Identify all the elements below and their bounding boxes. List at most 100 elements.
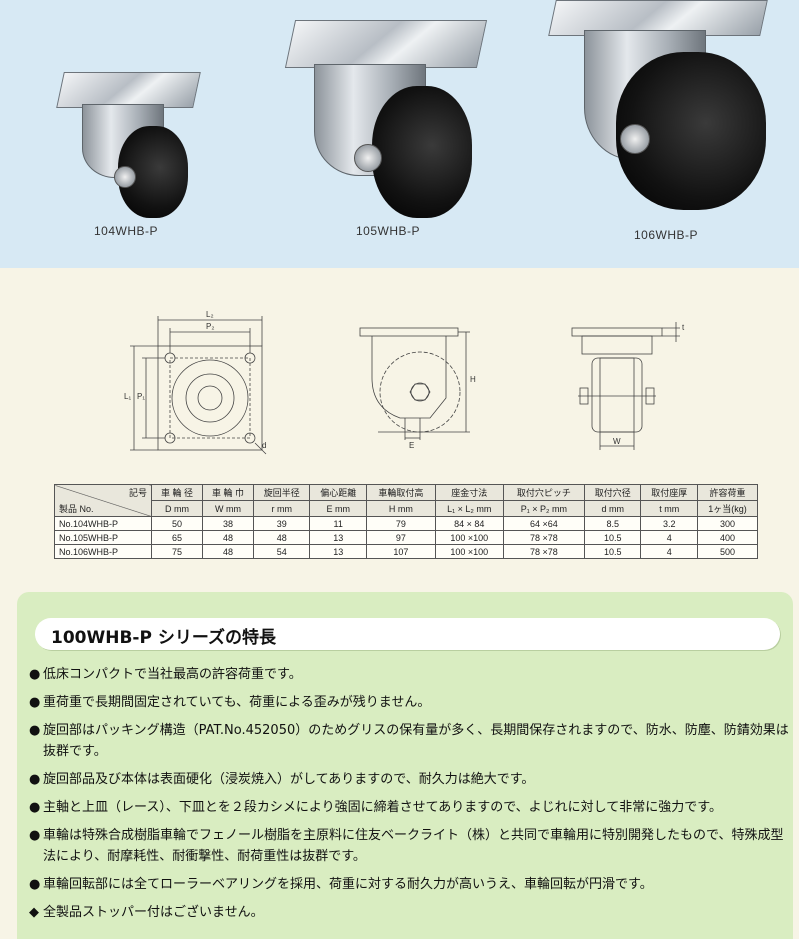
bullet-mark: ● <box>29 800 41 815</box>
table-cell: 97 <box>365 530 436 545</box>
col-header-jp: 車 輪 径 <box>151 484 203 501</box>
bullet-mark: ● <box>29 772 41 787</box>
table-cell: 300 <box>696 516 759 531</box>
feature-text: 重荷重で長期間固定されていても、荷重による歪みが残りません。 <box>43 695 431 710</box>
caster-photo-106 <box>536 0 776 214</box>
table-cell: 4 <box>640 544 698 559</box>
list-item: ●旋回部品及び本体は表面硬化（浸炭焼入）がしてありますので、耐久力は絶大です。 <box>29 769 789 790</box>
list-item: ◆ 全製品ストッパー付はございません。 <box>29 902 789 923</box>
col-header-jp: 座金寸法 <box>434 484 504 501</box>
features-panel: 100WHB-P シリーズの特長 ●低床コンパクトで当社最高の許容荷重です。 ●… <box>17 592 793 939</box>
col-header-jp: 取付穴径 <box>583 484 642 501</box>
top-view-drawing <box>130 316 267 455</box>
table-cell: 8.5 <box>583 516 642 531</box>
col-header-unit: E mm <box>309 500 367 517</box>
side-view-drawing <box>359 327 470 440</box>
feature-text: 旋回部はパッキング構造（PAT.No.452050）のためグリスの保有量が多く、… <box>43 723 789 759</box>
bullet-mark: ● <box>29 723 41 738</box>
col-header-unit: P₁ × P₂ mm <box>502 500 586 517</box>
col-header-jp: 取付穴ピッチ <box>502 484 586 501</box>
table-corner-header: 記号 製品 No. <box>54 484 152 517</box>
list-item: ●低床コンパクトで当社最高の許容荷重です。 <box>29 664 789 685</box>
table-cell: 48 <box>201 544 254 559</box>
table-cell: 78 ×78 <box>502 544 586 559</box>
header-symbol: 記号 <box>128 488 147 498</box>
table-cell: 54 <box>252 544 311 559</box>
table-cell: 10.5 <box>583 544 642 559</box>
table-cell: 78 ×78 <box>502 530 586 545</box>
caption-106: 106WHB-P <box>634 228 699 242</box>
col-header-unit: D mm <box>151 500 203 517</box>
caption-104: 104WHB-P <box>94 224 159 238</box>
table-cell: 13 <box>309 544 367 559</box>
features-title-bar: 100WHB-P シリーズの特長 <box>35 618 780 650</box>
features-list: ●低床コンパクトで当社最高の許容荷重です。 ●重荷重で長期間固定されていても、荷… <box>29 664 789 930</box>
table-cell: 3.2 <box>640 516 698 531</box>
table-cell: 84 × 84 <box>434 516 504 531</box>
col-header-jp: 旋回半径 <box>252 484 311 501</box>
table-cell: 500 <box>696 544 759 559</box>
dim-label-h: H <box>470 375 476 384</box>
table-cell: 48 <box>252 530 311 545</box>
bullet-mark: ● <box>29 667 41 682</box>
col-header-unit: W mm <box>201 500 254 517</box>
bullet-mark: ● <box>29 877 41 892</box>
feature-text: 車輪回転部には全てローラーベアリングを採用、荷重に対する耐久力が高いうえ、車輪回… <box>43 877 653 892</box>
col-header-unit: r mm <box>252 500 311 517</box>
front-view-drawing <box>571 322 680 450</box>
col-header-unit: 1ヶ当(kg) <box>696 500 759 517</box>
feature-text: 低床コンパクトで当社最高の許容荷重です。 <box>43 667 302 682</box>
feature-text: 車輪は特殊合成樹脂車輪でフェノール樹脂を主原料に住友ベークライト（株）と共同で車… <box>43 828 784 864</box>
dim-label-w: W <box>613 437 621 446</box>
caster-photo-105 <box>272 16 492 218</box>
table-cell: 13 <box>309 530 367 545</box>
table-cell: 64 ×64 <box>502 516 586 531</box>
bullet-mark: ● <box>29 828 41 843</box>
header-product-no: 製品 No. <box>59 504 94 514</box>
feature-text: 主軸と上皿（レース）、下皿とを２段カシメにより強固に締着させてありますので、よじ… <box>43 800 722 815</box>
table-cell: 38 <box>201 516 254 531</box>
dim-label-l2: L₂ <box>206 310 214 319</box>
col-header-jp: 車輪取付高 <box>365 484 436 501</box>
dim-label-p1: P₁ <box>137 392 145 401</box>
table-cell: 65 <box>151 530 203 545</box>
product-no-cell: No.104WHB-P <box>54 516 152 531</box>
table-row: No.106WHB-P 75 48 54 13 107 100 ×100 78 … <box>54 544 759 559</box>
spec-table: 記号 製品 No. 車 輪 径 車 輪 巾 旋回半径 偏心距離 車輪取付高 座金… <box>54 484 759 559</box>
col-header-jp: 許容荷重 <box>696 484 759 501</box>
list-item: ●車輪回転部には全てローラーベアリングを採用、荷重に対する耐久力が高いうえ、車輪… <box>29 874 789 895</box>
col-header-jp: 取付座厚 <box>640 484 698 501</box>
dim-label-e: E <box>409 441 414 450</box>
col-header-unit: d mm <box>583 500 642 517</box>
table-cell: 100 ×100 <box>434 544 504 559</box>
dim-label-p2: P₂ <box>206 322 214 331</box>
feature-text: 旋回部品及び本体は表面硬化（浸炭焼入）がしてありますので、耐久力は絶大です。 <box>43 772 535 787</box>
table-row: No.104WHB-P 50 38 39 11 79 84 × 84 64 ×6… <box>54 516 759 531</box>
table-unit-row: D mm W mm r mm E mm H mm L₁ × L₂ mm P₁ ×… <box>55 500 759 517</box>
table-cell: 79 <box>365 516 436 531</box>
dim-label-d: d <box>262 441 266 450</box>
table-cell: 39 <box>252 516 311 531</box>
col-header-jp: 車 輪 巾 <box>201 484 254 501</box>
dim-label-l1: L₁ <box>124 392 131 401</box>
diamond-mark: ◆ <box>29 905 39 920</box>
caption-105: 105WHB-P <box>356 224 421 238</box>
col-header-unit: L₁ × L₂ mm <box>434 500 504 517</box>
bullet-mark: ● <box>29 695 41 710</box>
product-no-cell: No.106WHB-P <box>54 544 152 559</box>
product-no-cell: No.105WHB-P <box>54 530 152 545</box>
caster-photo-104 <box>40 68 215 218</box>
dim-label-t: t <box>682 323 685 332</box>
table-cell: 50 <box>151 516 203 531</box>
feature-text: 全製品ストッパー付はございません。 <box>43 905 264 920</box>
table-cell: 4 <box>640 530 698 545</box>
table-cell: 11 <box>309 516 367 531</box>
features-title: 100WHB-P シリーズの特長 <box>51 628 277 648</box>
list-item: ●主軸と上皿（レース）、下皿とを２段カシメにより強固に締着させてありますので、よ… <box>29 797 789 818</box>
table-header-row: 記号 製品 No. 車 輪 径 車 輪 巾 旋回半径 偏心距離 車輪取付高 座金… <box>54 484 759 517</box>
col-header-unit: H mm <box>365 500 436 517</box>
table-cell: 100 ×100 <box>434 530 504 545</box>
list-item: ●旋回部はパッキング構造（PAT.No.452050）のためグリスの保有量が多く… <box>29 720 789 762</box>
col-header-unit: t mm <box>640 500 698 517</box>
